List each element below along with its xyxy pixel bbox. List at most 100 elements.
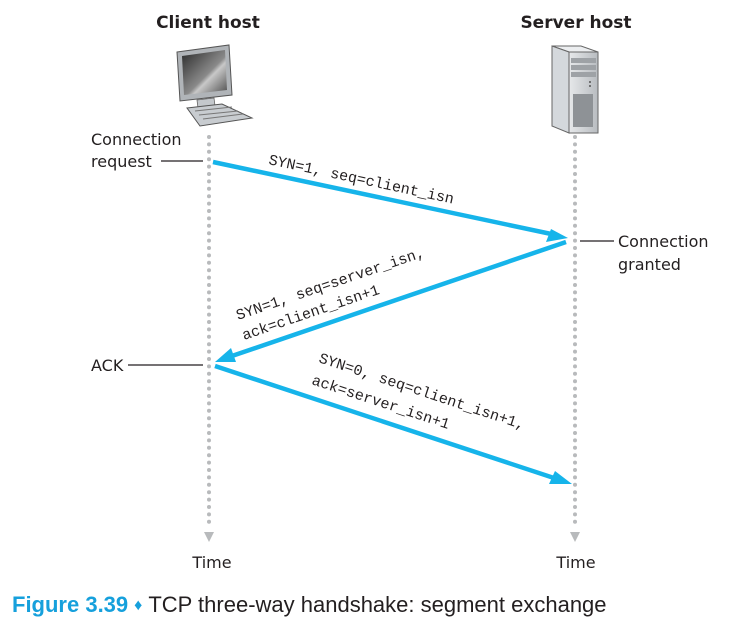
timeline-dot [207,216,211,221]
timeline-dot [573,231,577,236]
timeline-dot [207,408,211,413]
timeline-dot [573,401,577,406]
client-timeline [207,135,211,524]
timeline-dot [207,297,211,302]
diamond-icon: ♦ [134,597,143,614]
connection-request-label-line1: Connection [91,130,182,149]
timeline-dot [207,260,211,265]
timeline-dot [207,209,211,213]
timeline-dot [573,468,577,472]
timeline-dot [573,209,577,213]
segment-ack: SYN=0, seq=client_isn+1, ack=server_isn+… [214,351,572,484]
timeline-dot [573,312,577,317]
connection-granted-label-line1: Connection [618,232,709,251]
timeline-dot [573,475,577,480]
timeline-dot [573,179,577,184]
timeline-dot [207,364,211,369]
timeline-dot [207,253,211,258]
timeline-dot [207,135,211,139]
timeline-dot [207,179,211,184]
timeline-dot [573,423,577,428]
timeline-dot [573,327,577,332]
timeline-dot [207,438,211,443]
timeline-dot [573,431,577,435]
synack-arrowhead-icon [215,348,236,362]
server-time-label: Time [555,553,595,572]
timeline-dot [207,268,211,273]
timeline-dot [573,490,577,495]
timeline-dot [573,379,577,384]
timeline-dot [573,497,577,502]
client-time-arrowhead-icon [204,532,214,542]
timeline-dot [573,283,577,287]
timeline-dot [573,394,577,398]
timeline-dot [207,505,211,509]
timeline-dot [573,238,577,243]
timeline-dot [207,379,211,384]
timeline-dot [207,290,211,295]
segment-syn: SYN=1, seq=client_isn [212,152,568,242]
server-host-label: Server host [520,13,631,33]
timeline-dot [573,371,577,376]
timeline-dot [573,216,577,221]
timeline-dot [207,482,211,487]
timeline-dot [207,416,211,421]
timeline-dot [573,482,577,487]
timeline-dot [207,312,211,317]
timeline-dot [573,505,577,509]
timeline-dot [573,445,577,450]
timeline-dot [573,201,577,206]
timeline-dot [573,408,577,413]
timeline-dot [207,186,211,191]
timeline-dot [573,320,577,324]
timeline-dot [207,490,211,495]
timeline-dot [573,194,577,199]
timeline-dot [207,231,211,236]
timeline-dot [573,275,577,280]
timeline-dot [207,194,211,199]
timeline-dot [207,401,211,406]
timeline-dot [207,172,211,176]
timeline-dot [573,357,577,361]
timeline-dot [207,275,211,280]
ack-arrowhead-icon [549,471,572,484]
syn-arrowhead-icon [546,229,568,242]
timeline-dot [573,157,577,162]
timeline-dot [207,519,211,524]
timeline-dot [207,342,211,347]
timeline-dot [207,164,211,169]
timeline-dot [573,149,577,154]
timeline-dot [573,519,577,524]
timeline-dot [207,142,211,147]
timeline-dot [573,290,577,295]
timeline-dot [573,135,577,139]
timeline-dot [573,364,577,369]
segment-synack: SYN=1, seq=server_isn, ack=client_isn+1 [215,239,567,362]
server-time-arrowhead-icon [570,532,580,542]
timeline-dot [573,349,577,354]
connection-granted-label-line2: granted [618,255,681,274]
timeline-dot [573,438,577,443]
timeline-dot [207,468,211,472]
timeline-dot [573,334,577,339]
timeline-dot [573,342,577,347]
client-time-label: Time [191,553,231,572]
timeline-dot [207,201,211,206]
timeline-dot [207,305,211,310]
timeline-dot [573,512,577,517]
timeline-dot [207,386,211,391]
timeline-dot [573,268,577,273]
timeline-dot [573,453,577,458]
figure-caption-text: TCP three-way handshake: segment exchang… [148,592,607,617]
timeline-dot [207,157,211,162]
server-timeline [573,135,577,524]
timeline-dot [573,386,577,391]
timeline-dot [207,394,211,398]
timeline-dot [207,497,211,502]
desktop-computer-icon [176,44,254,127]
timeline-dot [573,297,577,302]
timeline-dot [573,142,577,147]
timeline-dot [573,460,577,465]
syn-arrow-line [212,159,557,238]
